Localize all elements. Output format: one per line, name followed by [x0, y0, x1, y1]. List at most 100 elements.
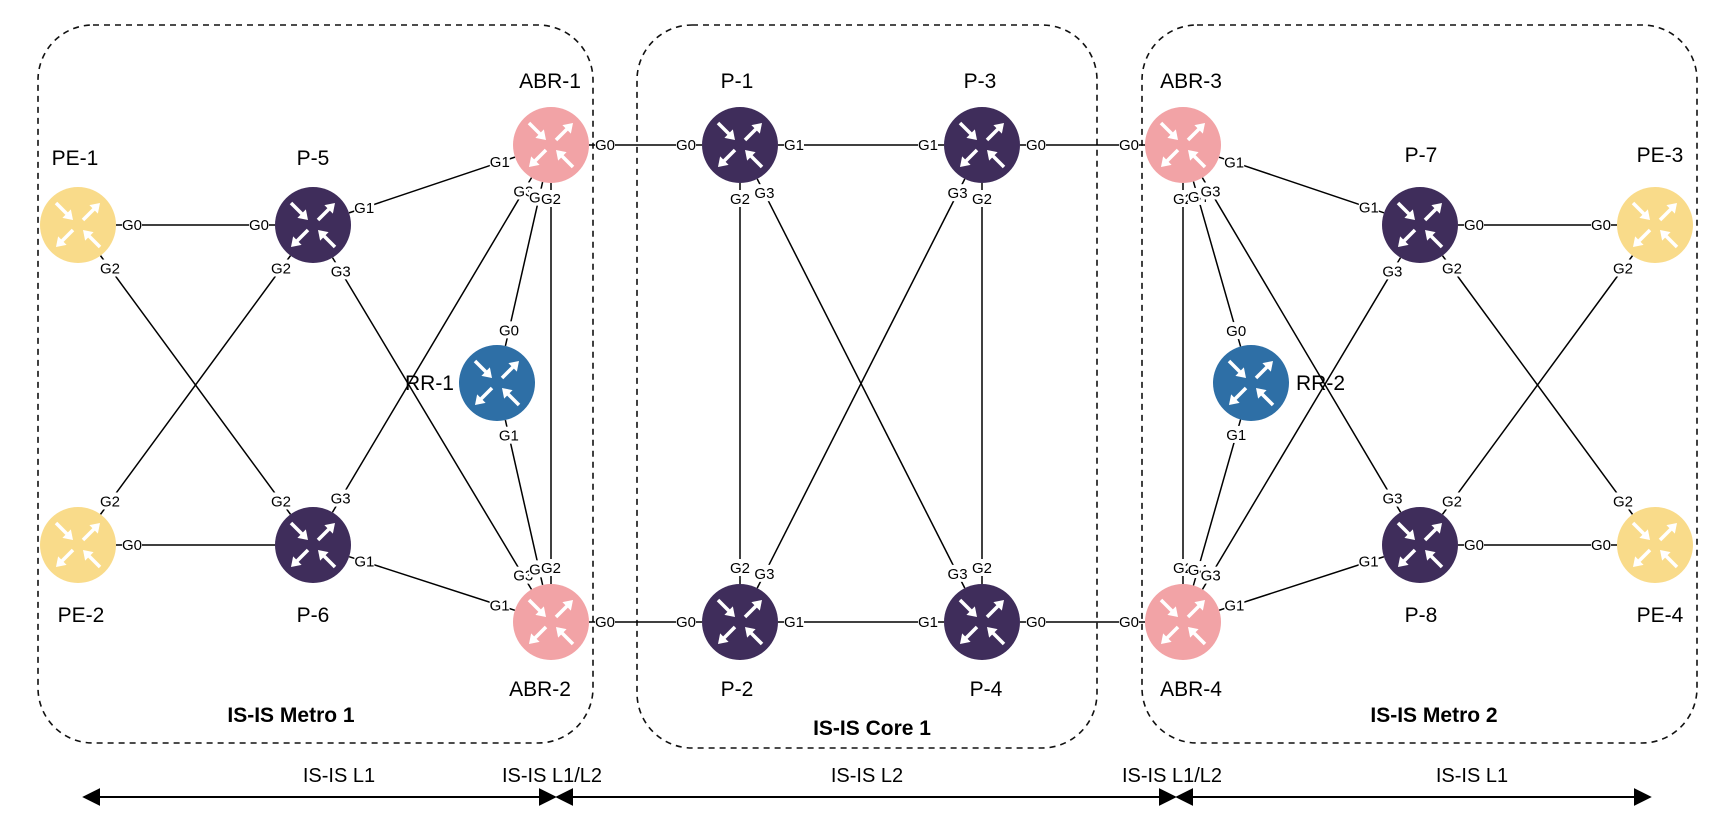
router-abr-1[interactable]: [513, 107, 589, 183]
interface-label: G2: [1442, 261, 1462, 278]
router-icon: [1213, 345, 1289, 421]
interface-label: G1: [1226, 427, 1246, 444]
router-icon: [1382, 187, 1458, 263]
interface-label-bg: [1200, 182, 1221, 200]
interface-label-bg: [489, 153, 510, 171]
interface-label: G0: [595, 137, 615, 154]
router-rr-1[interactable]: [459, 345, 535, 421]
router-p-4[interactable]: [944, 584, 1020, 660]
interface-label: G1: [918, 614, 938, 631]
router-icon: [1617, 187, 1693, 263]
router-label: RR-2: [1296, 372, 1345, 395]
interface-label: G0: [676, 614, 696, 631]
router-icon: [40, 507, 116, 583]
router-arrows-icon: [716, 121, 764, 169]
interface-label: G2: [730, 191, 750, 208]
interface-label: G1: [354, 200, 374, 217]
routers-layer: PE-1PE-2P-5P-6RR-1ABR-1ABR-2P-1P-2P-3P-4…: [40, 70, 1693, 701]
interface-label: G2: [100, 493, 120, 510]
interface-label: G1: [499, 428, 519, 445]
interface-label-bg: [1200, 566, 1221, 584]
router-pe-1[interactable]: [40, 187, 116, 263]
router-arrows-icon: [289, 521, 337, 569]
interface-label: G2: [271, 493, 291, 510]
interface-label-bg: [972, 190, 992, 207]
level-label-l2: IS-IS L2: [831, 765, 903, 787]
interface-label: G1: [918, 137, 938, 154]
interface-label-bg: [918, 136, 938, 153]
interface-label: G0: [1591, 537, 1611, 554]
router-pe-4[interactable]: [1617, 507, 1693, 583]
interface-label-bg: [1464, 536, 1484, 553]
router-label: P-1: [721, 70, 754, 93]
router-label: ABR-4: [1160, 678, 1222, 701]
interface-label: G3: [754, 185, 774, 202]
link-p-5-abr-2: [331, 257, 533, 590]
router-p-2[interactable]: [702, 584, 778, 660]
interface-label: G0: [1026, 614, 1046, 631]
router-icon: [459, 345, 535, 421]
interface-label: G0: [1591, 217, 1611, 234]
link-pe-2-p-5: [99, 255, 292, 515]
router-label: ABR-1: [519, 70, 581, 93]
link-p-5-abr-1: [348, 156, 516, 214]
router-p-6[interactable]: [275, 507, 351, 583]
router-arrows-icon: [1227, 359, 1275, 407]
router-label: P-3: [964, 70, 997, 93]
interface-label: G2: [730, 560, 750, 577]
interface-label-bg: [1224, 596, 1245, 614]
interface-label: G3: [1201, 568, 1221, 585]
link-rr-1-abr-2: [504, 419, 544, 586]
router-p-5[interactable]: [275, 187, 351, 263]
router-rr-2[interactable]: [1213, 345, 1289, 421]
router-arrows-icon: [958, 121, 1006, 169]
interface-label-bg: [784, 613, 804, 630]
interface-label: G2: [100, 261, 120, 278]
interface-label: G0: [1119, 614, 1139, 631]
router-label: RR-1: [405, 372, 454, 395]
interface-label-bg: [1613, 259, 1634, 277]
router-arrows-icon: [54, 201, 102, 249]
interface-label-bg: [122, 216, 142, 233]
interface-label-bg: [1358, 198, 1379, 216]
interface-label: G1: [1224, 154, 1244, 171]
interface-label-bg: [1441, 492, 1462, 510]
router-abr-4[interactable]: [1145, 584, 1221, 660]
router-pe-2[interactable]: [40, 507, 116, 583]
router-p-8[interactable]: [1382, 507, 1458, 583]
interface-label: G3: [331, 263, 351, 280]
router-abr-3[interactable]: [1145, 107, 1221, 183]
interface-label: G0: [1464, 537, 1484, 554]
link-p-3-p-2: [756, 178, 966, 589]
router-arrows-icon: [1631, 521, 1679, 569]
router-label: ABR-3: [1160, 70, 1222, 93]
interface-label-bg: [1591, 536, 1611, 553]
level-label-right-l1: IS-IS L1: [1436, 765, 1508, 787]
router-label: PE-3: [1637, 144, 1684, 167]
interface-label: G2: [1613, 261, 1633, 278]
router-p-1[interactable]: [702, 107, 778, 183]
interface-label-bg: [489, 596, 510, 614]
interface-label-bg: [1026, 613, 1046, 630]
domain-label-metro1: IS-IS Metro 1: [227, 704, 355, 727]
link-abr-3-p-8: [1201, 177, 1402, 513]
interface-label-bg: [1613, 492, 1634, 510]
interface-label: G2: [972, 560, 992, 577]
router-label: PE-1: [52, 147, 99, 170]
router-icon: [513, 107, 589, 183]
interface-label-bg: [1382, 489, 1403, 507]
router-p-3[interactable]: [944, 107, 1020, 183]
interface-label: G3: [754, 566, 774, 583]
interface-label-bg: [99, 492, 120, 510]
interface-label: G0: [1119, 137, 1139, 154]
router-pe-3[interactable]: [1617, 187, 1693, 263]
router-p-7[interactable]: [1382, 187, 1458, 263]
interface-label: G3: [948, 566, 968, 583]
interface-label-bg: [1119, 613, 1139, 630]
interface-label-bg: [541, 559, 561, 576]
interface-label-bg: [1591, 216, 1611, 233]
interface-label-bg: [354, 198, 375, 216]
level-label-right-l1l2: IS-IS L1/L2: [1122, 765, 1222, 787]
link-abr-4-rr-2: [1192, 419, 1242, 586]
router-abr-2[interactable]: [513, 584, 589, 660]
